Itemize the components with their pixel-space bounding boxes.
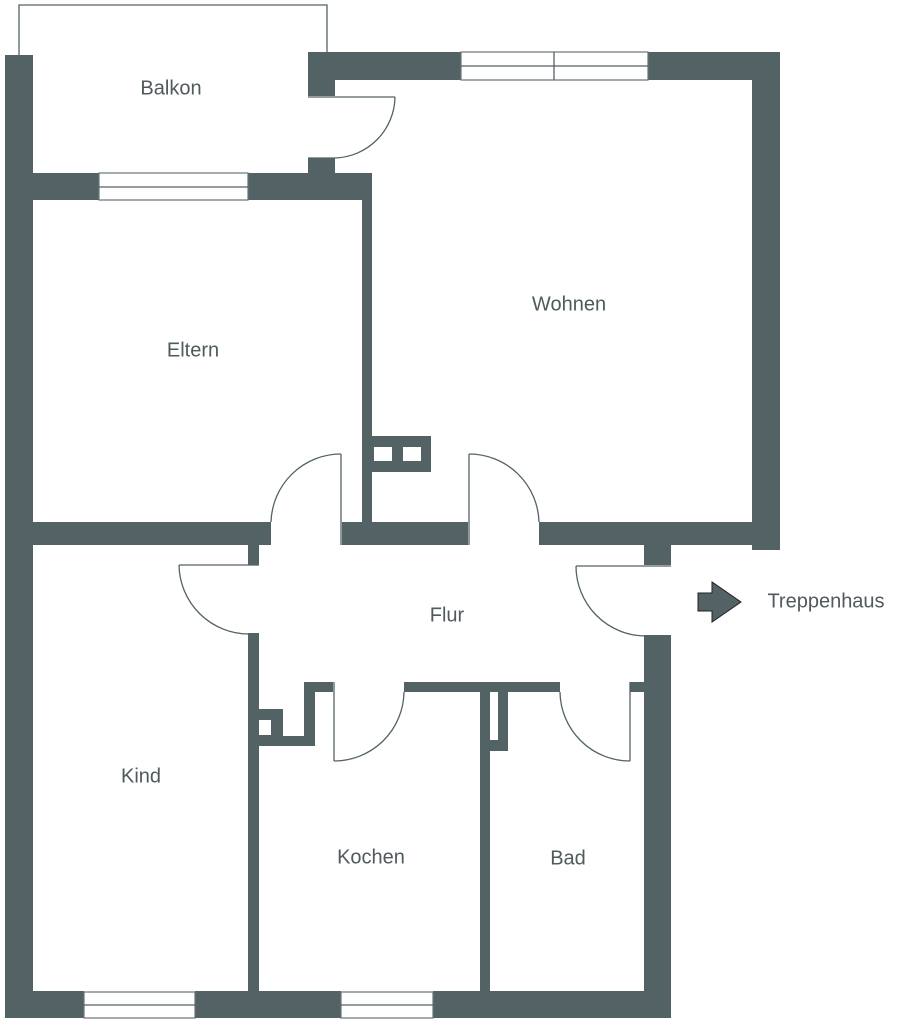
room-label-flur: Flur <box>429 604 465 627</box>
shaft-kochen <box>259 682 333 746</box>
wall-left <box>5 55 33 1018</box>
window-kind <box>83 991 196 1019</box>
wall-kind-flur <box>248 633 259 1003</box>
chimney <box>372 436 431 472</box>
balcony-outline <box>18 4 328 55</box>
door-entrance[interactable] <box>575 565 671 637</box>
wall-balcony-jamb-bottom <box>308 158 335 175</box>
room-label-kochen: Kochen <box>337 846 405 869</box>
wall-kochen-bad-top <box>404 682 560 692</box>
wall-flur-top-mid <box>342 522 468 545</box>
wall-kind-jamb-top <box>248 545 259 565</box>
wall-eltern-kind <box>33 522 271 545</box>
shaft-bad <box>480 692 508 1003</box>
wall-bottom-left <box>5 991 84 1018</box>
door-kind[interactable] <box>178 564 259 635</box>
wall-flur-top-right <box>539 522 780 545</box>
wall-eltern-top-right <box>248 173 372 200</box>
wall-right-wohnen <box>752 52 780 550</box>
window-eltern <box>98 172 249 201</box>
door-wohnen[interactable] <box>468 453 540 545</box>
wall-bottom-mid <box>195 991 341 1018</box>
room-label-wohnen: Wohnen <box>531 293 607 316</box>
door-balcony[interactable] <box>308 96 396 159</box>
room-label-bad: Bad <box>550 847 586 870</box>
room-label-eltern: Eltern <box>166 339 220 362</box>
arrow-right-icon <box>697 581 742 623</box>
door-bad[interactable] <box>559 682 631 762</box>
wall-bottom-right <box>433 991 671 1018</box>
room-label-balkon: Balkon <box>140 77 202 100</box>
window-kochen <box>340 991 434 1019</box>
door-kochen[interactable] <box>333 682 405 762</box>
door-eltern[interactable] <box>270 453 342 545</box>
room-label-kind: Kind <box>120 765 162 788</box>
window-wohnen <box>460 51 649 81</box>
exit-label-treppenhaus: Treppenhaus <box>767 590 885 613</box>
wall-balcony-jamb-top <box>308 52 335 96</box>
wall-bad-jamb <box>630 682 644 692</box>
wall-entrance-jamb-top <box>644 545 671 565</box>
wall-eltern-top-left <box>33 173 99 200</box>
wall-right-lower <box>644 635 671 1018</box>
wall-eltern-wohnen <box>362 173 372 545</box>
